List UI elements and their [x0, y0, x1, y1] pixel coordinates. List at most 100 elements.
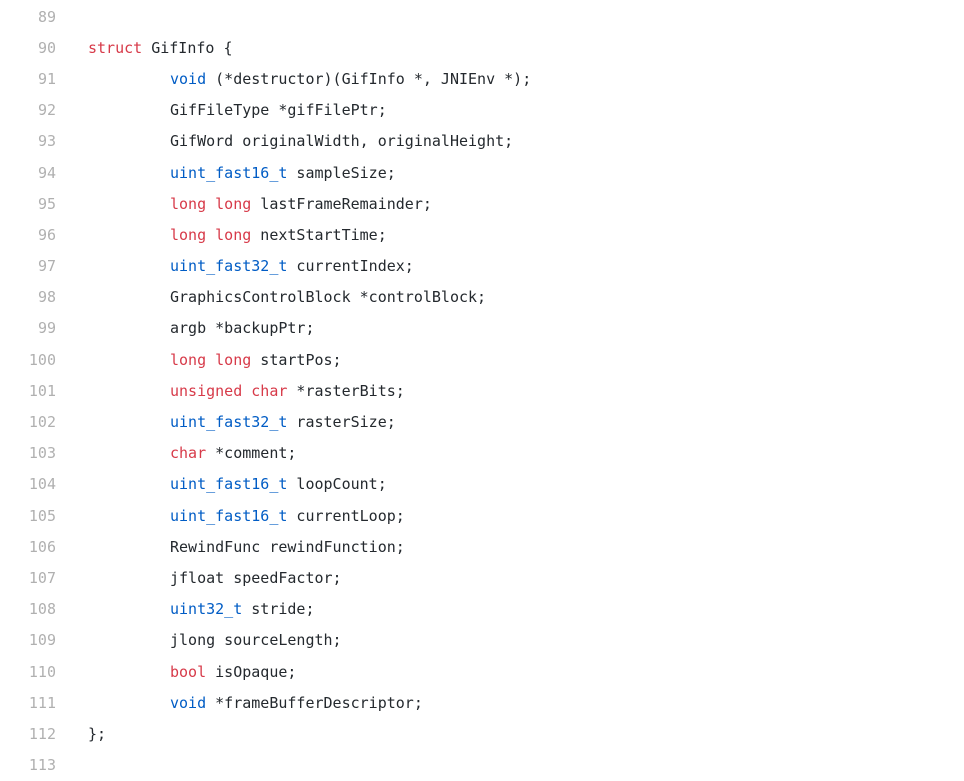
code-line-90: 90 struct GifInfo {: [0, 32, 964, 63]
keyword: uint_fast16_t: [170, 506, 288, 525]
keyword: uint_fast16_t: [170, 163, 288, 182]
code-text: stride;: [242, 600, 315, 619]
code-text: nextStartTime;: [251, 225, 387, 244]
code-line-102: 102 uint_fast32_t rasterSize;: [0, 406, 964, 437]
keyword: long long: [170, 225, 252, 244]
line-number: 106: [28, 537, 56, 556]
code-text: (*destructor)(GifInfo *, JNIEnv *);: [206, 69, 532, 88]
line-number: 113: [28, 756, 56, 775]
line-number: 105: [28, 506, 56, 525]
line-number: 98: [37, 288, 56, 307]
code-text: loopCount;: [287, 475, 387, 494]
keyword: long long: [170, 350, 252, 369]
code-text: *rasterBits;: [287, 381, 405, 400]
code-text: currentIndex;: [287, 257, 414, 276]
line-code: unsigned char *rasterBits;: [56, 382, 405, 400]
line-code: jfloat speedFactor;: [56, 569, 342, 587]
code-line-95: 95 long long lastFrameRemainder;: [0, 188, 964, 219]
line-code: uint_fast16_t sampleSize;: [56, 164, 396, 182]
code-line-106: 106 RewindFunc rewindFunction;: [0, 531, 964, 562]
line-number: 91: [37, 69, 56, 88]
code-line-89: 89: [0, 1, 964, 32]
line-code: uint_fast16_t currentLoop;: [56, 507, 405, 525]
keyword: void: [170, 693, 207, 712]
code-text: GraphicsControlBlock *controlBlock;: [170, 288, 487, 307]
line-number: 89: [37, 7, 56, 26]
line-code: };: [56, 725, 106, 743]
code-text: currentLoop;: [287, 506, 405, 525]
line-number: 112: [28, 724, 56, 743]
line-number: 110: [28, 662, 56, 681]
keyword: uint_fast32_t: [170, 413, 288, 432]
line-code: void (*destructor)(GifInfo *, JNIEnv *);: [56, 70, 531, 88]
code-line-97: 97 uint_fast32_t currentIndex;: [0, 251, 964, 282]
line-code: void *frameBufferDescriptor;: [56, 694, 423, 712]
line-number: 101: [28, 381, 56, 400]
code-line-92: 92 GifFileType *gifFilePtr;: [0, 95, 964, 126]
line-code: bool isOpaque;: [56, 663, 296, 681]
keyword: bool: [170, 662, 207, 681]
code-line-103: 103 char *comment;: [0, 438, 964, 469]
line-number: 97: [37, 257, 56, 276]
line-code: char *comment;: [56, 444, 296, 462]
line-code: GifFileType *gifFilePtr;: [56, 101, 387, 119]
line-code: long long startPos;: [56, 351, 342, 369]
line-number: 95: [37, 194, 56, 213]
line-code: uint32_t stride;: [56, 600, 315, 618]
keyword: uint32_t: [170, 600, 243, 619]
keyword: unsigned char: [170, 381, 288, 400]
line-number: 107: [28, 568, 56, 587]
code-line-109: 109 jlong sourceLength;: [0, 625, 964, 656]
code-line-94: 94 uint_fast16_t sampleSize;: [0, 157, 964, 188]
code-text: GifInfo {: [142, 38, 233, 57]
line-number: 96: [37, 225, 56, 244]
code-line-91: 91 void (*destructor)(GifInfo *, JNIEnv …: [0, 63, 964, 94]
line-code: GifWord originalWidth, originalHeight;: [56, 132, 513, 150]
line-code: long long nextStartTime;: [56, 226, 387, 244]
code-line-111: 111 void *frameBufferDescriptor;: [0, 687, 964, 718]
line-number: 104: [28, 475, 56, 494]
code-line-98: 98 GraphicsControlBlock *controlBlock;: [0, 282, 964, 313]
line-number: 92: [37, 101, 56, 120]
code-text: *comment;: [206, 444, 297, 463]
line-code: uint_fast32_t currentIndex;: [56, 257, 414, 275]
code-text: startPos;: [251, 350, 342, 369]
code-line-108: 108 uint32_t stride;: [0, 594, 964, 625]
code-text: jlong sourceLength;: [170, 631, 342, 650]
line-number: 90: [37, 38, 56, 57]
line-code: uint_fast32_t rasterSize;: [56, 413, 396, 431]
code-text: };: [88, 724, 107, 743]
code-line-105: 105 uint_fast16_t currentLoop;: [0, 500, 964, 531]
line-number: 103: [28, 444, 56, 463]
code-text: argb *backupPtr;: [170, 319, 315, 338]
line-number: 99: [37, 319, 56, 338]
line-code: GraphicsControlBlock *controlBlock;: [56, 288, 486, 306]
code-line-96: 96 long long nextStartTime;: [0, 219, 964, 250]
code-line-110: 110 bool isOpaque;: [0, 656, 964, 687]
keyword: long long: [170, 194, 252, 213]
code-text: RewindFunc rewindFunction;: [170, 537, 405, 556]
keyword: char: [170, 444, 207, 463]
code-text: isOpaque;: [206, 662, 297, 681]
line-code: long long lastFrameRemainder;: [56, 195, 432, 213]
code-line-104: 104 uint_fast16_t loopCount;: [0, 469, 964, 500]
line-number: 111: [28, 693, 56, 712]
keyword: uint_fast16_t: [170, 475, 288, 494]
code-text: rasterSize;: [287, 413, 396, 432]
line-number: 102: [28, 413, 56, 432]
code-line-107: 107 jfloat speedFactor;: [0, 562, 964, 593]
code-text: lastFrameRemainder;: [251, 194, 432, 213]
line-number: 94: [37, 163, 56, 182]
code-line-93: 93 GifWord originalWidth, originalHeight…: [0, 126, 964, 157]
keyword: uint_fast32_t: [170, 257, 288, 276]
code-text: GifFileType *gifFilePtr;: [170, 101, 387, 120]
line-number: 93: [37, 132, 56, 151]
code-line-100: 100 long long startPos;: [0, 344, 964, 375]
code-text: *frameBufferDescriptor;: [206, 693, 423, 712]
line-code: argb *backupPtr;: [56, 319, 315, 337]
code-line-112: 112 };: [0, 718, 964, 749]
code-text: jfloat speedFactor;: [170, 568, 342, 587]
line-code: RewindFunc rewindFunction;: [56, 538, 405, 556]
keyword: struct: [88, 38, 143, 57]
code-line-99: 99 argb *backupPtr;: [0, 313, 964, 344]
